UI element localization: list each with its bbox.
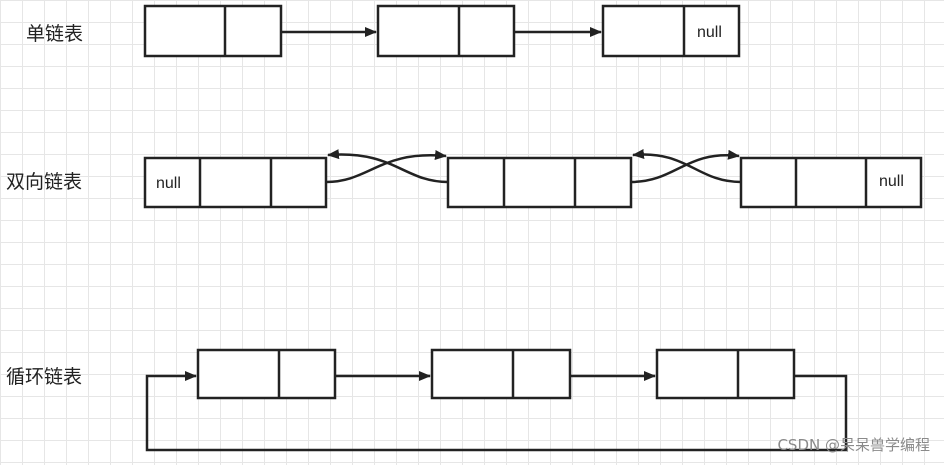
circular-list <box>145 348 848 452</box>
doubly-null-right-text: null <box>879 173 904 190</box>
doubly-null-left-text: null <box>156 175 181 192</box>
doubly-list <box>143 149 923 209</box>
doubly-node-3 <box>739 156 923 209</box>
single-node-3 <box>601 4 741 58</box>
doubly-list-label: 双向链表 <box>6 171 83 193</box>
circular-return-arrow <box>145 371 848 452</box>
doubly-prev-arrow-2 <box>632 149 742 184</box>
doubly-node-1 <box>143 156 328 209</box>
single-node-2 <box>376 4 516 58</box>
single-list-label: 单链表 <box>26 23 84 45</box>
doubly-next-arrow-1 <box>325 150 447 184</box>
doubly-prev-arrow-1 <box>327 149 449 184</box>
csdn-watermark: CSDN @呆呆兽学编程 <box>777 436 930 454</box>
single-list <box>143 4 741 58</box>
single-node-1 <box>143 4 283 58</box>
circular-node-2 <box>430 348 572 400</box>
single-null-text: null <box>697 24 722 41</box>
doubly-node-2 <box>446 156 633 209</box>
doubly-next-arrow-2 <box>630 149 740 184</box>
circular-list-label: 循环链表 <box>6 366 83 388</box>
circular-node-1 <box>196 348 337 400</box>
circular-node-3 <box>655 348 796 400</box>
